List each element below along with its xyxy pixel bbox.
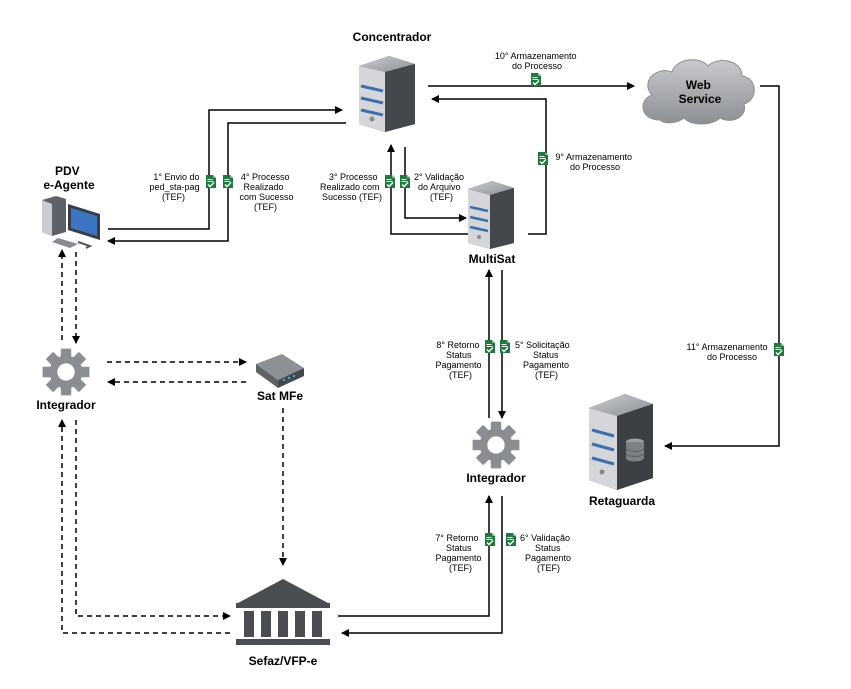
step-7-line2: Status (446, 543, 472, 553)
step-8-line3: Pagamento (435, 360, 481, 370)
sefaz-label: Sefaz/VFP-e (249, 654, 318, 668)
pdv-label: PDV e-Agente (43, 164, 95, 192)
step-1-line3: (TEF) (162, 192, 185, 202)
step-3-label: 3° Processo Realizado com Sucesso (TEF) (320, 172, 382, 202)
step-5-label: 5° Solicitação Status Pagamento (TEF) (515, 340, 572, 380)
step-3-document-icon (384, 175, 396, 189)
dashed-arrow-integrador-to-sefaz (75, 420, 231, 620)
step-4-label: 4° Processo Realizado com Sucesso (TEF) (239, 172, 296, 212)
arrow-integrador-to-sefaz (341, 496, 503, 637)
step-3-line3: Sucesso (TEF) (322, 192, 382, 202)
step-7-label: 7° Retorno Status Pagamento (TEF) (435, 533, 484, 573)
pdv-computer-icon (42, 196, 100, 249)
step-10-label: 10° Armazenamento do Processo (495, 51, 579, 71)
step-9-label: 9° Armazenamento do Processo (555, 152, 634, 172)
sat-mfe-router-icon (256, 354, 304, 388)
step-8-label: 8° Retorno Status Pagamento (TEF) (435, 340, 484, 380)
step-4-document-icon (222, 175, 234, 189)
step-2-document-icon (399, 175, 411, 189)
concentrador-label: Concentrador (353, 30, 432, 44)
step-7-document-icon (484, 533, 496, 547)
integrador-left-label: Integrador (36, 398, 96, 412)
step-1-line1: 1° Envio do (153, 172, 199, 182)
step-3-line1: 3° Processo (329, 172, 378, 182)
step-6-line1: 6° Validação (520, 533, 570, 543)
integrador-right-label: Integrador (466, 471, 526, 485)
web-service-cloud-icon (642, 59, 755, 125)
step-3-line2: Realizado com (320, 182, 380, 192)
step-5-line1: 5° Solicitação (515, 340, 570, 350)
step-8-line2: Status (446, 350, 472, 360)
pdv-label-line2: e-Agente (43, 178, 95, 192)
step-4-line3: com Sucesso (239, 192, 293, 202)
step-5-line2: Status (533, 350, 559, 360)
step-1-label: 1° Envio do ped_sta-pag (TEF) (149, 172, 202, 202)
step-6-document-icon (505, 533, 517, 547)
step-7-line1: 7° Retorno (435, 533, 478, 543)
step-7-line3: Pagamento (435, 553, 481, 563)
step-6-line4: (TEF) (537, 563, 560, 573)
step-6-label: 6° Validação Status Pagamento (TEF) (520, 533, 574, 573)
sefaz-bank-icon (236, 579, 330, 645)
multisat-label: MultiSat (469, 252, 516, 266)
step-8-document-icon (484, 340, 496, 354)
arrow-multisat-to-concentrador-2 (387, 144, 470, 235)
step-5-document-icon (499, 340, 511, 354)
step-11-line2: do Processo (707, 352, 757, 362)
integrador-left-gear-icon (42, 348, 90, 396)
step-9-line1: 9° Armazenamento (555, 152, 632, 162)
step-11-label: 11° Armazenamento do Processo (687, 342, 771, 362)
arrow-webservice-to-retaguarda (664, 85, 780, 450)
step-9-line2: do Processo (570, 162, 620, 172)
step-7-line4: (TEF) (449, 563, 472, 573)
multisat-server-icon (468, 181, 514, 249)
step-5-line3: Pagamento (523, 360, 569, 370)
web-service-label-line1: Web (686, 78, 711, 92)
dashed-connections (58, 249, 287, 634)
step-6-line2: Status (535, 543, 561, 553)
integrador-right-gear-icon (472, 421, 520, 469)
step-10-line1: 10° Armazenamento (495, 51, 577, 61)
retaguarda-label: Retaguarda (589, 494, 655, 508)
step-11-document-icon (773, 343, 785, 357)
step-10-line2: do Processo (512, 61, 562, 71)
step-2-line2: do Arquivo (418, 182, 461, 192)
step-2-label: 2° Validação do Arquivo (TEF) (414, 172, 466, 202)
web-service-label-line2: Service (679, 92, 722, 106)
dashed-arrow-sefaz-to-integrador (58, 419, 230, 634)
sat-mfe-label: Sat MFe (257, 389, 303, 403)
step-2-line1: 2° Validação (414, 172, 464, 182)
arrow-concentrador-to-multisat (404, 147, 467, 222)
step-1-document-icon (205, 175, 217, 189)
step-4-line4: (TEF) (254, 202, 277, 212)
step-10-document-icon (530, 73, 542, 87)
step-8-line4: (TEF) (449, 370, 472, 380)
step-9-document-icon (537, 152, 549, 166)
arrow-pdv-to-concentrador (108, 106, 343, 230)
step-6-line3: Pagamento (525, 553, 571, 563)
step-4-line1: 4° Processo (241, 172, 290, 182)
step-4-line2: Realizado (243, 182, 283, 192)
arrow-multisat-to-concentrador (431, 95, 547, 235)
step-1-line2: ped_sta-pag (149, 182, 199, 192)
step-2-line3: (TEF) (430, 192, 453, 202)
web-service-label: Web Service (679, 78, 722, 106)
retaguarda-database-icon (589, 394, 653, 490)
step-8-line1: 8° Retorno (436, 340, 479, 350)
step-5-line4: (TEF) (535, 370, 558, 380)
pdv-label-line1: PDV (55, 164, 80, 178)
concentrador-server-icon (359, 56, 415, 132)
step-11-line1: 11° Armazenamento (687, 342, 768, 352)
